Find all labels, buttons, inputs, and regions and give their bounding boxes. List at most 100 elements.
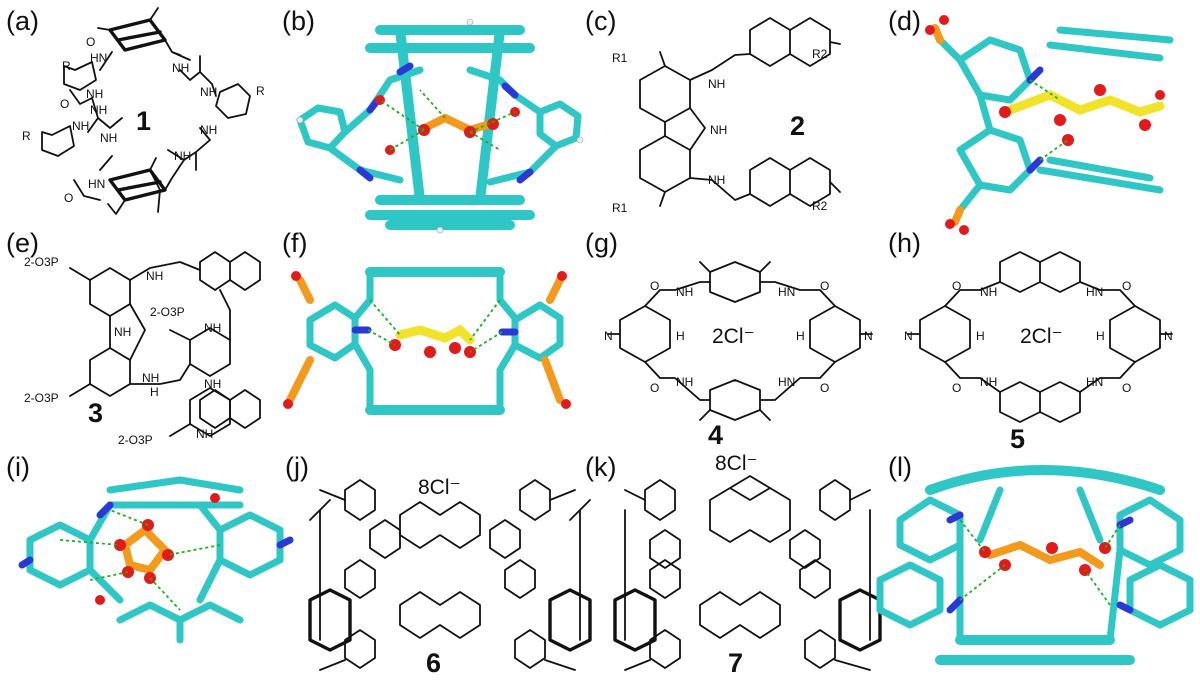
anthracene-j-top bbox=[399, 501, 481, 549]
hn-label-h1: HN bbox=[1086, 285, 1103, 299]
aryl-ring-lower-left bbox=[41, 125, 75, 157]
hn-label-g2: HN bbox=[778, 375, 795, 389]
nh-label-a5: NH bbox=[86, 87, 103, 101]
phosphonate-label-3: 2-O3P bbox=[24, 391, 59, 405]
h-label-h2: H bbox=[1096, 329, 1105, 343]
o-label-h2: O bbox=[1122, 279, 1131, 293]
anthracene-j-bottom bbox=[399, 591, 481, 639]
hn-label-a1: HN bbox=[90, 51, 107, 65]
molecular-model-f bbox=[283, 267, 571, 415]
o-label-h4: O bbox=[1122, 381, 1131, 395]
nh-label-g2: NH bbox=[676, 375, 693, 389]
nh-label-a2: NH bbox=[200, 85, 217, 99]
compound-number-1: 1 bbox=[136, 106, 151, 136]
molecular-model-d bbox=[925, 15, 1174, 235]
structure-3: 2-O3P 2-O3P 2-O3P 2-O3P NH NH NH NH NH N… bbox=[24, 251, 261, 447]
o-label-a1: O bbox=[86, 35, 95, 49]
nh-label-a8: NH bbox=[100, 131, 117, 145]
carbazole-ring-bottom bbox=[639, 135, 691, 193]
pyrene-k bbox=[709, 475, 791, 543]
panel-label-l: (l) bbox=[888, 452, 912, 482]
counterion-label-5: 2Cl⁻ bbox=[1020, 325, 1063, 348]
n-label-h1: N bbox=[904, 329, 913, 343]
panel-label-k: (k) bbox=[585, 452, 616, 482]
r-label-2: R bbox=[22, 129, 31, 143]
nh-label-c3: NH bbox=[708, 173, 725, 187]
nh-label-c1: NH bbox=[708, 77, 725, 91]
compound-number-6: 6 bbox=[426, 648, 441, 678]
panel-label-e: (e) bbox=[6, 228, 39, 258]
o-label-g4: O bbox=[820, 381, 829, 395]
hn-label-g1: HN bbox=[778, 285, 795, 299]
r1-label-top: R1 bbox=[612, 51, 628, 65]
nh-label-e6: NH bbox=[196, 427, 213, 441]
o-label-h1: O bbox=[952, 279, 961, 293]
structure-1: R R R NH NH NH NH NH NH NH NH HN HN O O … bbox=[22, 7, 265, 215]
n-label-g2: N bbox=[864, 329, 873, 343]
counterion-label-7: 8Cl⁻ bbox=[715, 452, 758, 475]
nh-label-a6: NH bbox=[90, 103, 107, 117]
structure-6: 8Cl⁻ 6 bbox=[308, 476, 592, 678]
nh-label-h1: NH bbox=[980, 285, 997, 299]
h-label-g1: H bbox=[676, 329, 685, 343]
r-label-3: R bbox=[256, 84, 265, 98]
hn-label-h2: HN bbox=[1086, 375, 1103, 389]
nh-label-e1: NH bbox=[146, 269, 163, 283]
phosphonate-label-4: 2-O3P bbox=[118, 433, 153, 447]
nh-label-h2: NH bbox=[980, 375, 997, 389]
counterion-label-4: 2Cl⁻ bbox=[712, 325, 755, 348]
compound-number-7: 7 bbox=[728, 648, 743, 678]
panel-label-j: (j) bbox=[285, 452, 309, 482]
aryl-ring-upper-left bbox=[63, 61, 97, 91]
compound-number-4: 4 bbox=[708, 420, 723, 450]
nh-label-e5: NH bbox=[204, 377, 221, 391]
panel-label-i: (i) bbox=[6, 452, 30, 482]
nh-label-c2: NH bbox=[710, 123, 727, 137]
o-label-a2: O bbox=[60, 97, 69, 111]
molecular-model-i bbox=[18, 476, 294, 644]
o-label-h3: O bbox=[952, 381, 961, 395]
nh-label-e4: NH bbox=[142, 371, 159, 385]
nh-label-a1: NH bbox=[172, 61, 189, 75]
o-label-g2: O bbox=[820, 279, 829, 293]
panel-label-c: (c) bbox=[585, 6, 616, 36]
aryl-ring-right bbox=[215, 83, 251, 119]
structure-7: 8Cl⁻ 7 bbox=[613, 452, 882, 678]
r1-label-bottom: R1 bbox=[612, 201, 628, 215]
h-label-h1: H bbox=[976, 329, 985, 343]
nh-label-g1: NH bbox=[676, 285, 693, 299]
h-label-e: H bbox=[150, 385, 159, 399]
panel-label-b: (b) bbox=[282, 6, 315, 36]
r2-label-bottom: R2 bbox=[812, 199, 828, 213]
panel-label-f: (f) bbox=[282, 228, 307, 258]
structure-2: R1 R1 R2 R2 NH NH NH 2 bbox=[612, 17, 841, 215]
anthracene-k-bottom bbox=[699, 591, 781, 639]
structure-5: NH HN NH HN O O O O H H N N 2Cl⁻ 5 bbox=[904, 251, 1173, 454]
panel-label-a: (a) bbox=[6, 6, 39, 36]
compound-number-2: 2 bbox=[790, 111, 805, 141]
r-label-1: R bbox=[62, 59, 71, 73]
h-label-g2: H bbox=[796, 329, 805, 343]
nh-label-a7: NH bbox=[72, 119, 89, 133]
n-label-g1: N bbox=[604, 329, 613, 343]
phosphonate-label-2: 2-O3P bbox=[150, 305, 185, 319]
structure-4: NH HN NH HN O O O O H H N N 2Cl⁻ 4 bbox=[604, 261, 873, 450]
nh-label-e2: NH bbox=[114, 325, 131, 339]
o-label-g3: O bbox=[650, 381, 659, 395]
n-label-h2: N bbox=[1164, 329, 1173, 343]
phosphonate-label-1: 2-O3P bbox=[24, 255, 59, 269]
r2-label-top: R2 bbox=[812, 47, 828, 61]
counterion-label-6: 8Cl⁻ bbox=[418, 476, 461, 499]
o-label-g1: O bbox=[650, 279, 659, 293]
molecular-model-l bbox=[876, 465, 1194, 665]
hn-label-a2: HN bbox=[88, 177, 105, 191]
nh-label-e3: NH bbox=[204, 321, 221, 335]
panel-label-d: (d) bbox=[888, 6, 921, 36]
nh-label-a3: NH bbox=[200, 123, 217, 137]
molecular-model-b bbox=[296, 18, 584, 234]
carbazole-ring-top bbox=[639, 65, 691, 123]
compound-number-3: 3 bbox=[88, 398, 103, 428]
panel-label-h: (h) bbox=[888, 228, 921, 258]
